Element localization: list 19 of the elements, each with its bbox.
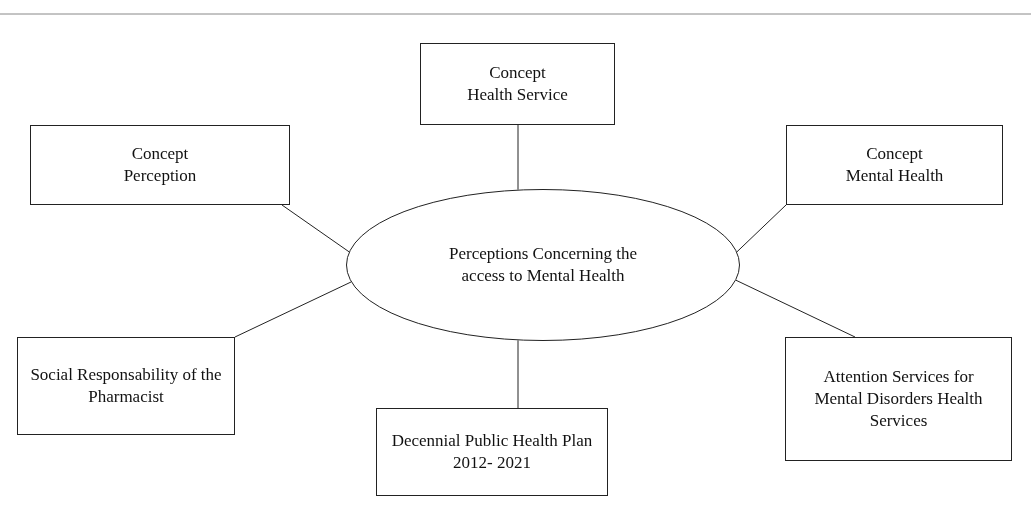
- connector-line: [281, 204, 350, 253]
- concept-box: [17, 337, 235, 435]
- node-text: Perceptions Concerning the access to Mental Health: [448, 243, 638, 287]
- concept-box: [420, 43, 615, 125]
- connector-line: [517, 339, 519, 409]
- connector-line: [735, 279, 856, 338]
- connector-line: [234, 281, 352, 338]
- connector-line: [736, 204, 787, 253]
- node-text: Concept Mental Health: [844, 143, 945, 187]
- concept-box: [785, 337, 1012, 461]
- concept-box: [30, 125, 290, 205]
- node-text: Social Responsability of the Pharmacist: [29, 364, 223, 408]
- node-text: Concept Health Service: [466, 62, 569, 106]
- node-text: Attention Services for Mental Disorders Health Services: [813, 366, 984, 432]
- concept-box: [786, 125, 1003, 205]
- node-text: Concept Perception: [122, 143, 198, 187]
- concept-box: [376, 408, 608, 496]
- connector-line: [517, 124, 519, 191]
- node-text: Decennial Public Health Plan 2012- 2021: [390, 430, 594, 474]
